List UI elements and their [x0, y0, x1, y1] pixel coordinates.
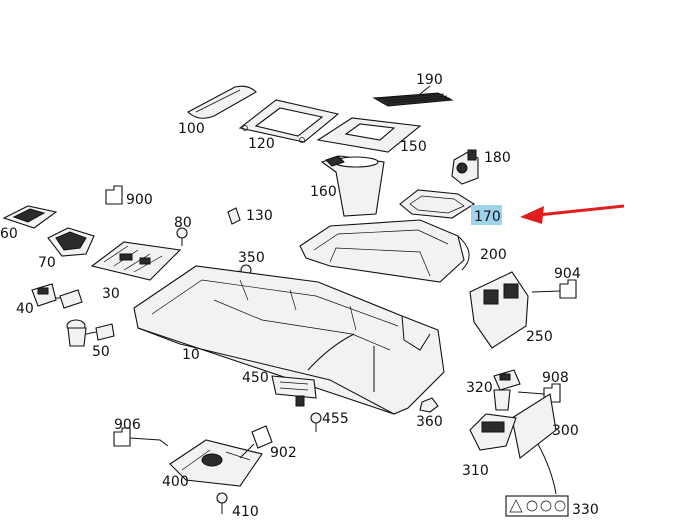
armrest-base-icon: [299, 219, 470, 283]
screw-icon: [216, 492, 228, 514]
label-900: 900: [126, 192, 153, 208]
label-80: 80: [174, 215, 192, 231]
label-310: 310: [462, 463, 489, 479]
control-unit-icon: [90, 241, 182, 281]
cup-holder-icon: [320, 155, 385, 217]
label-170: 170: [474, 209, 501, 225]
usb-socket-icon: [66, 319, 115, 347]
rear-panel-icon: [511, 393, 557, 495]
usb-socket-icon: [31, 283, 83, 309]
label-908: 908: [542, 370, 569, 386]
trim-cover-icon: [271, 375, 317, 407]
switch-module-icon: [451, 149, 479, 185]
rear-vent-icon: [469, 271, 529, 349]
label-450: 450: [242, 370, 269, 386]
trim-frame-icon: [238, 99, 340, 143]
screw-icon: [310, 412, 322, 432]
label-190: 190: [416, 72, 443, 88]
wiring-connector-icon: [105, 185, 123, 205]
label-400: 400: [162, 474, 189, 490]
highlight-box: [471, 205, 502, 225]
clip-icon: [419, 397, 439, 413]
usb-socket-icon: [493, 369, 521, 411]
label-410: 410: [232, 504, 259, 520]
label-160: 160: [310, 184, 337, 200]
label-40: 40: [16, 301, 34, 317]
label-70: 70: [38, 255, 56, 271]
wiring-connector-icon: [251, 425, 273, 449]
label-120: 120: [248, 136, 275, 152]
clip-icon: [227, 207, 241, 225]
label-906: 906: [114, 417, 141, 433]
storage-tray-icon: [47, 227, 95, 257]
speaker-bracket-icon: [169, 439, 263, 487]
pointer-arrow-icon: [520, 204, 625, 224]
label-902: 902: [270, 445, 297, 461]
label-50: 50: [92, 344, 110, 360]
label-180: 180: [484, 150, 511, 166]
label-150: 150: [400, 139, 427, 155]
label-30: 30: [102, 286, 120, 302]
label-100: 100: [178, 121, 205, 137]
armrest-lid-icon: [187, 85, 257, 119]
label-130: 130: [246, 208, 273, 224]
label-320: 320: [466, 380, 493, 396]
wiring-connector-icon: [113, 427, 131, 447]
screw-icon: [176, 227, 188, 246]
label-330: 330: [572, 502, 599, 518]
label-350: 350: [238, 250, 265, 266]
storage-tray-icon: [399, 189, 476, 219]
cover-plate-icon: [316, 117, 422, 153]
rear-panel-icon: [469, 413, 517, 451]
wireless-charger-icon: [2, 205, 58, 229]
label-10: 10: [182, 347, 200, 363]
warning-label-icon: [505, 495, 569, 517]
label-904: 904: [554, 266, 581, 282]
label-200: 200: [480, 247, 507, 263]
label-60: 60: [0, 226, 18, 242]
label-455: 455: [322, 411, 349, 427]
wiring-connector-icon: [559, 279, 577, 299]
label-300: 300: [552, 423, 579, 439]
roller-cover-icon: [372, 92, 454, 107]
console-housing-icon: [133, 265, 445, 415]
label-250: 250: [526, 329, 553, 345]
label-360: 360: [416, 414, 443, 430]
